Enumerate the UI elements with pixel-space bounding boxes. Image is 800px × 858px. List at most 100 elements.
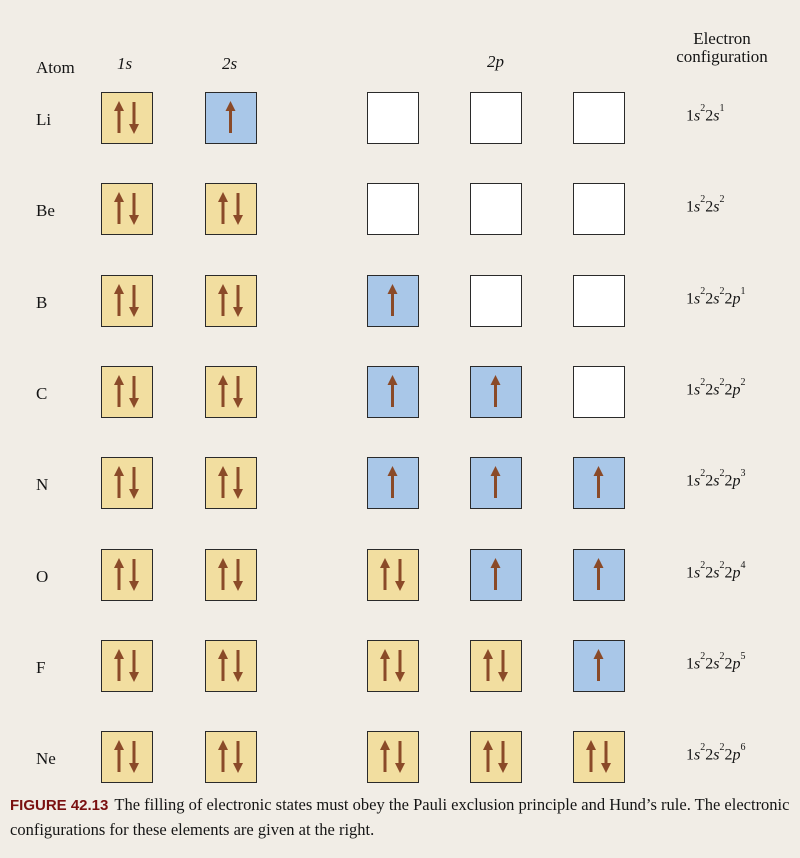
orbital-arrows [387,374,398,407]
atom-label: Li [36,110,52,129]
spin-up-arrow-icon [490,466,501,499]
config-occupancy: 6 [740,742,746,754]
config-occupancy: 2 [700,742,706,754]
electron-configuration: 1s22s22p5 [686,650,746,673]
orbital-arrows [471,276,520,325]
orbital-box [367,731,419,784]
electron-configuration: 1s22s22p3 [686,468,745,490]
orbital-arrows [218,283,243,317]
orbital-box [205,183,257,236]
config-orbital: 1s [686,563,701,581]
orbital-arrows [483,740,508,774]
spin-up-arrow-icon [114,648,124,681]
orbital-box [573,183,625,236]
orbital-box [205,639,257,692]
caption-label: FIGURE 42.13 [10,797,109,814]
orbital-box [101,183,153,236]
config-orbital: 2s [705,289,720,307]
orbital-2p-label: 2p [487,52,504,71]
electron-configuration: 1s22s22p6 [686,742,746,764]
spin-up-arrow-icon [114,740,124,773]
config-orbital: 1s [686,472,701,490]
config-occupancy: 2 [700,468,706,480]
orbital-arrows [490,374,501,407]
config-header-line2: configuration [676,47,768,66]
spin-up-arrow-icon [225,101,236,133]
spin-down-arrow-icon [395,649,405,682]
orbital-arrows [490,557,501,590]
orbital-arrows [368,184,417,233]
orbital-box [205,548,257,601]
orbital-box [573,548,625,601]
config-orbital: 1s [686,655,701,673]
atom-column-header: Atom [36,58,75,77]
spin-up-arrow-icon [218,557,228,590]
atom-label: C [36,383,48,403]
config-header-line1: Electron [693,29,751,48]
orbital-arrows [471,93,520,142]
orbital-arrows [225,101,236,133]
orbital-box [470,731,522,784]
orbital-box [367,183,419,236]
spin-down-arrow-icon [129,284,139,317]
spin-up-arrow-icon [490,374,501,407]
orbital-box [573,731,625,784]
spin-up-arrow-icon [114,466,124,499]
config-orbital: 2s [705,655,720,673]
orbital-arrows [380,648,405,682]
orbital-arrows [114,101,139,134]
orbital-arrows [574,276,623,325]
config-occupancy: 5 [740,650,746,662]
orbital-box [367,548,419,601]
spin-up-arrow-icon [114,192,124,225]
orbital-arrows [114,648,139,682]
orbital-box [573,639,625,692]
orbital-arrows [574,93,623,142]
spin-down-arrow-icon [233,741,243,774]
orbital-arrows [218,374,243,408]
orbital-box [101,639,153,692]
config-orbital: 2p [724,472,741,490]
spin-up-arrow-icon [593,557,604,590]
orbital-arrows [218,648,243,682]
config-orbital: 2s [705,198,720,216]
orbital-arrows [380,557,405,591]
orbital-1s-header: 1s [117,54,132,74]
spin-up-arrow-icon [593,648,604,681]
orbital-arrows [368,93,417,142]
orbital-2s-label: 2s [222,54,238,73]
atom-label: Be [36,201,55,221]
spin-up-arrow-icon [483,648,493,681]
orbital-box [101,274,153,327]
spin-down-arrow-icon [233,467,243,500]
orbital-box [573,92,625,144]
orbital-arrows [114,466,139,500]
config-occupancy: 1 [740,285,746,297]
spin-up-arrow-icon [218,648,228,681]
electron-configuration: 1s22s22p4 [686,559,745,582]
orbital-box [101,365,153,418]
config-occupancy: 2 [700,285,706,297]
config-occupancy: 2 [700,376,706,388]
spin-up-arrow-icon [490,557,501,590]
config-orbital: 2p [724,655,741,673]
config-occupancy: 2 [719,742,725,754]
orbital-box [101,731,153,784]
config-occupancy: 2 [719,559,725,571]
electron-configuration: 1s22s1 [686,103,724,125]
spin-down-arrow-icon [395,558,405,591]
config-orbital: 1s [686,746,701,764]
orbital-box [367,639,419,692]
spin-up-arrow-icon [586,740,596,773]
config-orbital: 2s [705,107,720,125]
orbital-box [205,274,257,327]
orbital-box [470,365,522,418]
caption-text: The filling of electronic states must ob… [10,795,790,839]
config-occupancy: 2 [700,650,706,662]
config-orbital: 2p [724,381,741,399]
config-orbital: 1s [686,381,701,399]
config-occupancy: 2 [700,103,706,114]
orbital-1s-label: 1s [117,54,133,73]
spin-up-arrow-icon [218,740,228,773]
